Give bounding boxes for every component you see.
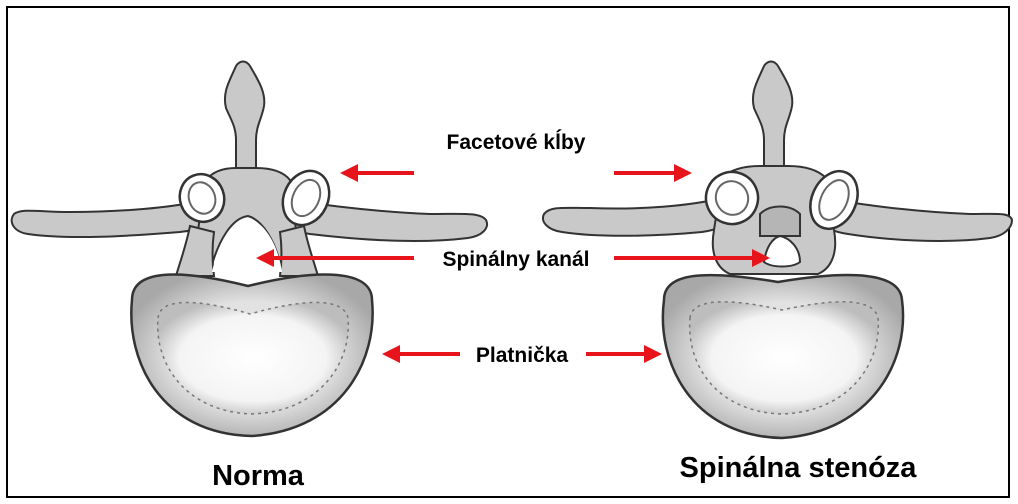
transverse-process-left-stenosis — [543, 198, 728, 236]
pedicle-left — [176, 226, 214, 276]
normal-disc — [131, 274, 372, 436]
disc-label: Platnička — [476, 344, 569, 367]
stenosis-caption: Spinálna stenóza — [680, 452, 918, 484]
spinous-process-stenosis — [753, 62, 792, 171]
spinous-process — [225, 62, 264, 171]
normal-caption: Norma — [212, 460, 305, 492]
facet-joints-label: Facetové kĺby — [447, 130, 586, 154]
spinal-canal-label: Spinálny kanál — [442, 248, 589, 271]
stenotic-disc — [663, 275, 903, 438]
